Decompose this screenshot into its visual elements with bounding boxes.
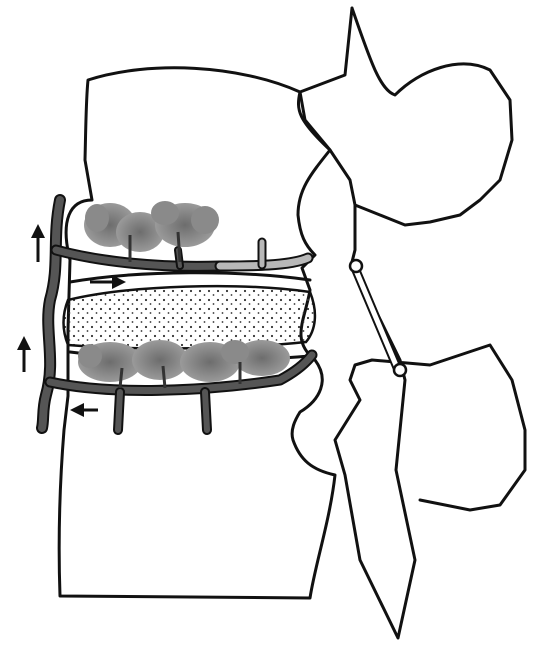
arrow-up-icon — [17, 336, 31, 372]
facet-joint — [350, 260, 406, 376]
arrow-up-icon — [31, 224, 45, 262]
intervertebral-disc — [64, 286, 315, 348]
spinous-process-outline — [300, 8, 525, 638]
